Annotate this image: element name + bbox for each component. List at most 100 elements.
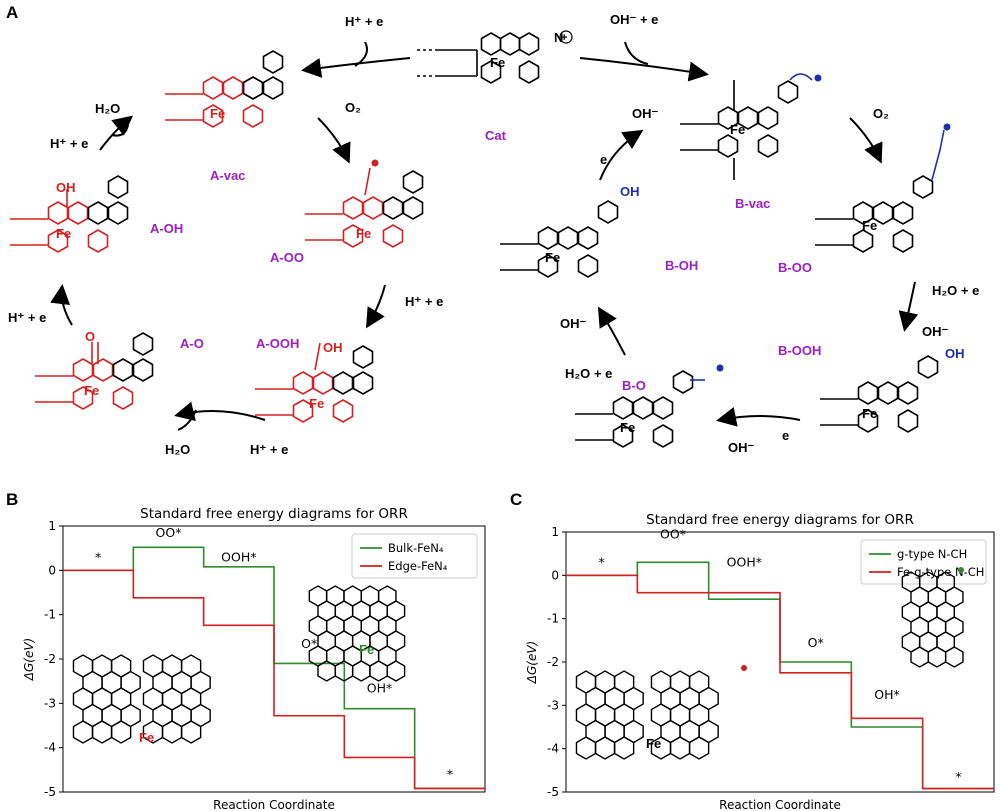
y-tick-label: -1 <box>44 608 56 622</box>
arrow-b-ooh-to-b-o <box>716 407 801 427</box>
arrow-a-oo-to-a-ooh <box>365 284 386 329</box>
blue-bond-b-vac <box>789 73 813 81</box>
reagent-e-2: e <box>600 152 607 167</box>
step-annotation: OOH* <box>221 549 256 564</box>
y-axis-label: ΔG(eV) <box>525 641 539 684</box>
chart-title: Standard free energy diagrams for ORR <box>646 512 914 528</box>
atom-fe-a-o: Fe <box>84 383 99 398</box>
arrow-a-ooh-to-a-o <box>174 401 266 422</box>
chart-b: Standard free energy diagrams for ORRRea… <box>22 506 486 811</box>
reagent-h2o-1: H₂O <box>165 442 190 457</box>
label-a-o: A-O <box>180 336 204 351</box>
panel-letter-b: B <box>6 490 18 509</box>
series-line-1 <box>63 569 485 790</box>
reagent-h-e-1: H⁺ + e <box>345 14 383 29</box>
molecule-a-vac <box>165 76 264 128</box>
y-tick-label: -4 <box>547 742 559 756</box>
arrow-b-vac-to-b-oo <box>849 117 883 164</box>
atom-oh-a-oh: OH <box>56 180 76 195</box>
atom-oh-b-ooh: OH <box>945 346 965 361</box>
legend-box <box>351 533 478 579</box>
y-tick-label: -3 <box>44 696 56 710</box>
molecule-ring <box>351 660 371 682</box>
reagent-e-1: e <box>782 428 789 443</box>
reagent-o2-a: O₂ <box>345 100 361 115</box>
y-tick-label: -1 <box>547 612 559 626</box>
atom-fe-a-oo: Fe <box>356 226 371 241</box>
molecule-ring <box>613 736 635 760</box>
molecule-ring <box>180 720 202 744</box>
reagent-oh-minus-3: OH⁻ <box>560 316 587 331</box>
panel-letter-a: A <box>6 3 18 22</box>
arrow-cat-to-a-vac <box>301 57 411 78</box>
molecule-a-ooh <box>255 342 354 423</box>
molecule-a-o-rings <box>112 332 154 382</box>
molecule-ring <box>369 660 388 682</box>
reagent-h2o-e-2: H₂O + e <box>565 366 612 381</box>
molecule-b-vac <box>680 80 799 180</box>
arrow-hook-4 <box>624 41 649 65</box>
series-line-0 <box>63 546 485 790</box>
y-tick-label: -4 <box>44 741 56 755</box>
legend-label-0: g-type N-CH <box>897 547 967 561</box>
molecule-ring <box>161 720 183 744</box>
molecule-a-o <box>35 342 134 410</box>
molecule-a-oh <box>10 189 109 253</box>
reagent-oh-minus-1: OH⁻ <box>922 324 949 339</box>
molecule-b-oo <box>815 175 934 253</box>
atom-fe-a-ooh: Fe <box>309 396 324 411</box>
reagent-oh-e: OH⁻ + e <box>610 12 658 27</box>
atom-oh-b-oh: OH <box>620 184 640 199</box>
molecule-a-oh-rings <box>87 175 129 225</box>
radical-dot-icon <box>814 74 822 82</box>
molecule-b-oh <box>500 200 619 278</box>
arrow-a-o-to-a-oh <box>50 284 73 326</box>
plus-glyph: + <box>561 32 567 44</box>
molecule-ring <box>72 720 94 744</box>
reagent-h-e-2: H⁺ + e <box>405 294 443 309</box>
atom-fe-b-vac: Fe <box>730 122 745 137</box>
y-tick-label: -2 <box>44 652 56 666</box>
x-axis-label: Reaction Coordinate <box>213 798 335 811</box>
radical-dot-icon <box>371 159 379 167</box>
legend-label-0: Bulk-FeN₄ <box>388 541 444 555</box>
arrow-hook-3 <box>111 124 129 137</box>
atom-fe-b-ooh: Fe <box>862 406 877 421</box>
label-b-o: B-O <box>622 378 646 393</box>
molecule-ring <box>575 736 597 760</box>
legend-label-1: Edge-FeN₄ <box>388 559 448 573</box>
arrow-b-oo-to-b-ooh <box>898 281 919 332</box>
step-annotation: * <box>955 769 961 784</box>
y-tick-label: 0 <box>48 563 56 577</box>
atom-n-cat: N <box>554 30 563 45</box>
reagent-h2o-2: H₂O <box>95 101 120 116</box>
molecule-ring <box>91 720 113 744</box>
atom-fe-b-oo: Fe <box>862 218 877 233</box>
series-line-1 <box>566 574 994 790</box>
molecule-ring <box>927 646 947 668</box>
molecule-cat <box>417 32 540 84</box>
step-annotation: OOH* <box>727 555 762 570</box>
step-annotation: OO* <box>156 525 182 540</box>
atom-fe-b-oh: Fe <box>545 250 560 265</box>
molecule-ring <box>944 646 964 668</box>
y-tick-label: -5 <box>547 785 559 799</box>
label-a-vac: A-vac <box>210 168 245 183</box>
arrow-a-oh-to-a-vac <box>99 115 134 151</box>
label-cat: Cat <box>485 128 507 143</box>
arrow-cat-to-b-vac <box>579 57 709 82</box>
fe-atom-label: Fe <box>359 642 374 657</box>
step-annotation: O* <box>301 636 317 651</box>
reagent-o2-b: O₂ <box>873 106 889 121</box>
reagent-h-e-5: H⁺ + e <box>50 136 88 151</box>
blue-oo-bond <box>931 129 945 181</box>
y-tick-label: 0 <box>551 568 559 582</box>
arrow-b-o-to-b-oh <box>597 306 626 356</box>
reagent-h2o-e-1: H₂O + e <box>932 283 979 298</box>
reagent-oh-minus-4: OH⁻ <box>632 106 659 121</box>
positive-charge-icon <box>559 30 573 44</box>
reagent-h-e-4: H⁺ + e <box>8 310 46 325</box>
legend-box <box>860 539 987 585</box>
molecule-a-vac-rings <box>242 50 284 100</box>
